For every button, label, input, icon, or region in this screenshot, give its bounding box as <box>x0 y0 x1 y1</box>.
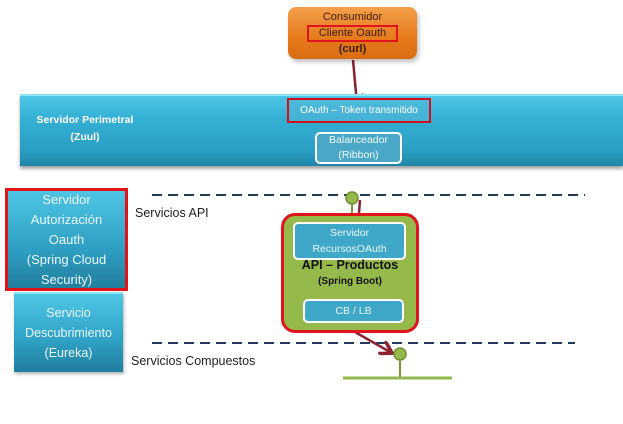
resource-server-name: RecursosOAuth <box>312 243 387 255</box>
auth-line: Oauth <box>48 231 85 247</box>
consumer-node: Consumidor Cliente Oauth (curl) <box>288 7 417 59</box>
balancer-title: Balanceador <box>329 134 388 146</box>
resource-server-title: Servidor <box>329 227 370 239</box>
discovery-line: Servicio <box>46 306 91 320</box>
api-interface-node <box>345 191 359 205</box>
api-products-title: API – Productos <box>301 258 399 272</box>
composite-services-label: Servicios Compuestos <box>131 354 256 368</box>
discovery-service-node: Servicio Descubrimiento (Eureka) <box>14 292 123 372</box>
resource-server-node: Servidor RecursosOAuth <box>293 222 406 260</box>
api-services-label: Servicios API <box>135 206 209 220</box>
perimeter-server-tech: (Zuul) <box>70 131 100 143</box>
token-transmitted-box: OAuth – Token transmitido <box>287 98 431 123</box>
consumer-tool: (curl) <box>338 43 367 55</box>
balancer-node: Balanceador (Ribbon) <box>315 132 402 164</box>
token-transmitted-label: OAuth – Token transmitido <box>300 105 418 116</box>
perimeter-server-label: Servidor Perimetral (Zuul) <box>30 112 140 146</box>
discovery-line: (Eureka) <box>44 346 93 360</box>
balancer-tech: (Ribbon) <box>338 149 379 161</box>
auth-line: Autorización <box>30 211 103 227</box>
auth-line: (Spring Cloud <box>26 251 107 267</box>
circuit-breaker-load-balancer-node: CB / LB <box>303 299 404 323</box>
composite-interface-node <box>393 347 407 361</box>
cblb-label: CB / LB <box>335 305 372 317</box>
auth-line: Servidor <box>42 191 91 207</box>
discovery-line: Descubrimiento <box>25 326 112 340</box>
api-products-subtitle: (Spring Boot) <box>318 276 382 287</box>
consumer-title: Consumidor <box>322 11 383 23</box>
perimeter-server-title: Servidor Perimetral <box>36 114 134 126</box>
auth-line: Security) <box>40 271 93 287</box>
oauth-client-label: Cliente Oauth <box>306 25 399 42</box>
authorization-server-node: Servidor Autorización Oauth (Spring Clou… <box>5 188 128 291</box>
